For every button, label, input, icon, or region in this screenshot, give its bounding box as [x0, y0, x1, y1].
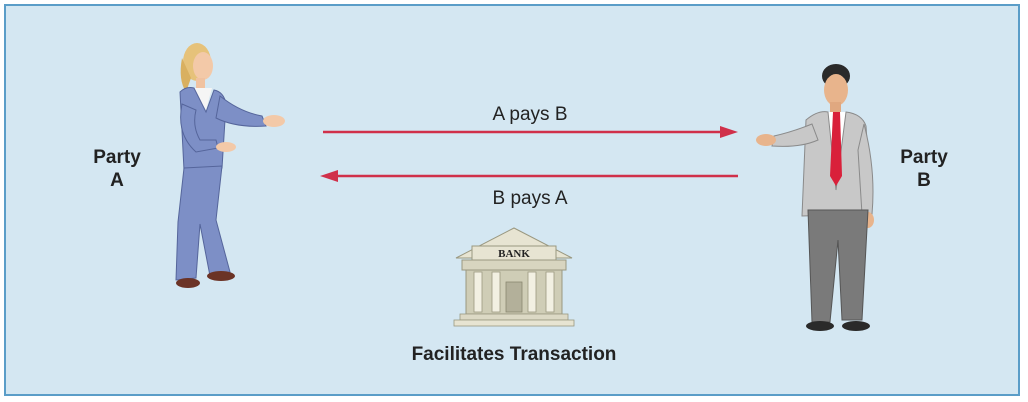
party-a-label: Party A	[82, 146, 152, 192]
party-b-line2: B	[917, 170, 931, 191]
bank-caption: Facilitates Transaction	[411, 344, 617, 365]
woman-figure-icon	[175, 43, 285, 288]
party-a-line1: Party	[93, 147, 141, 168]
arrow-a-to-b-label: A pays B	[492, 104, 568, 125]
bank-building-icon: BANK	[453, 227, 575, 327]
man-figure-icon	[756, 64, 874, 331]
party-b-label: Party B	[889, 146, 959, 192]
party-a-line2: A	[110, 170, 124, 191]
party-b-line1: Party	[900, 147, 948, 168]
arrow-b-to-a	[320, 170, 738, 182]
bank-sign: BANK	[498, 248, 530, 260]
arrow-b-to-a-label: B pays A	[492, 188, 568, 209]
arrow-a-to-b	[323, 126, 738, 138]
